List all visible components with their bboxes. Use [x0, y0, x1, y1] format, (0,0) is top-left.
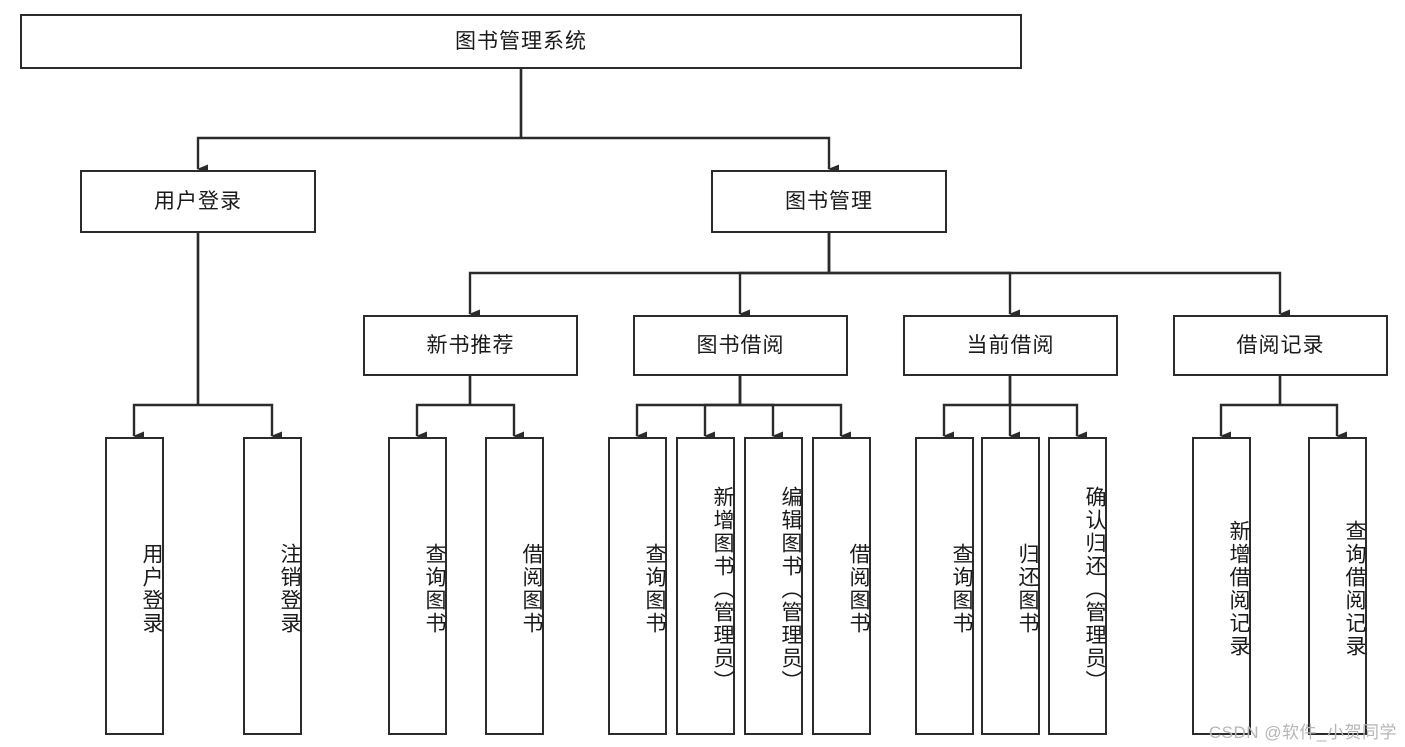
leaf-label: 归还图书: [1016, 543, 1039, 635]
leaf-edit-book-admin[interactable]: 编辑图书（管理员）: [744, 437, 803, 735]
leaf-label: 查询图书: [643, 543, 666, 635]
leaf-label: 查询借阅记录: [1343, 520, 1366, 658]
node-label: 新书推荐: [426, 333, 515, 357]
leaf-label: 注销登录: [278, 543, 301, 635]
watermark-text: CSDN @软件_小贺同学: [1208, 723, 1397, 742]
leaf-label: 新增图书（管理员）: [711, 485, 734, 693]
leaf-label: 查询图书: [423, 543, 446, 635]
leaf-confirm-return-admin[interactable]: 确认归还（管理员）: [1048, 437, 1107, 735]
node-root[interactable]: 图书管理系统: [20, 14, 1022, 69]
leaf-label: 用户登录: [140, 543, 163, 635]
node-book-borrow[interactable]: 图书借阅: [633, 315, 848, 376]
leaf-borrow-book[interactable]: 借阅图书: [812, 437, 871, 735]
leaf-query-book-borrow[interactable]: 查询图书: [608, 437, 667, 735]
leaf-query-book-current[interactable]: 查询图书: [915, 437, 974, 735]
node-current-borrow[interactable]: 当前借阅: [903, 315, 1118, 376]
node-book-management-group[interactable]: 图书管理: [711, 170, 947, 233]
leaf-label: 查询图书: [950, 543, 973, 635]
node-new-book-recommend[interactable]: 新书推荐: [363, 315, 578, 376]
leaf-query-book-recommend[interactable]: 查询图书: [388, 437, 447, 735]
leaf-add-borrow-record[interactable]: 新增借阅记录: [1192, 437, 1251, 735]
leaf-borrow-book-recommend[interactable]: 借阅图书: [485, 437, 544, 735]
node-label: 用户登录: [154, 189, 242, 213]
leaf-return-book[interactable]: 归还图书: [981, 437, 1040, 735]
leaf-query-borrow-record[interactable]: 查询借阅记录: [1308, 437, 1367, 735]
leaf-logout[interactable]: 注销登录: [243, 437, 302, 735]
node-borrow-record[interactable]: 借阅记录: [1173, 315, 1388, 376]
leaf-add-book-admin[interactable]: 新增图书（管理员）: [676, 437, 735, 735]
node-label: 图书管理: [785, 189, 873, 213]
node-label: 图书借阅: [696, 333, 785, 357]
node-root-label: 图书管理系统: [455, 29, 587, 53]
node-label: 当前借阅: [966, 333, 1055, 357]
leaf-label: 借阅图书: [520, 543, 543, 635]
leaf-user-login[interactable]: 用户登录: [105, 437, 164, 735]
leaf-label: 确认归还（管理员）: [1083, 485, 1106, 693]
leaf-label: 新增借阅记录: [1227, 520, 1250, 658]
node-label: 借阅记录: [1236, 333, 1325, 357]
node-user-login-group[interactable]: 用户登录: [80, 170, 316, 233]
leaf-label: 借阅图书: [847, 543, 870, 635]
leaf-label: 编辑图书（管理员）: [779, 485, 802, 693]
